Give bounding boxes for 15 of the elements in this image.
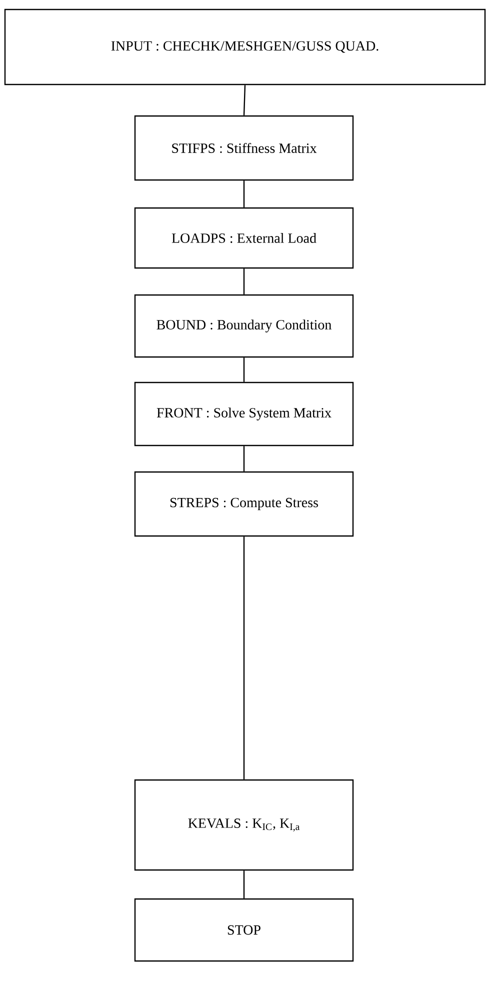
connector-line <box>243 536 245 780</box>
process-box: STIFPS : Stiffness Matrix <box>134 115 354 181</box>
connector-line <box>243 85 246 116</box>
connector-line <box>243 358 245 382</box>
process-box: STREPS : Compute Stress <box>134 471 354 537</box>
connector-line <box>243 180 245 208</box>
connector-line <box>243 870 245 898</box>
process-box: INPUT : CHECHK/MESHGEN/GUSS QUAD. <box>4 8 486 86</box>
connector-line <box>243 268 245 294</box>
process-box: BOUND : Boundary Condition <box>134 294 354 358</box>
process-box: STOP <box>134 898 354 962</box>
process-box: LOADPS : External Load <box>134 207 354 269</box>
process-box: FRONT : Solve System Matrix <box>134 382 354 446</box>
process-box: KEVALS : K$_{IC}$, K$_{I,a}$ <box>134 779 354 871</box>
connector-line <box>243 446 245 472</box>
